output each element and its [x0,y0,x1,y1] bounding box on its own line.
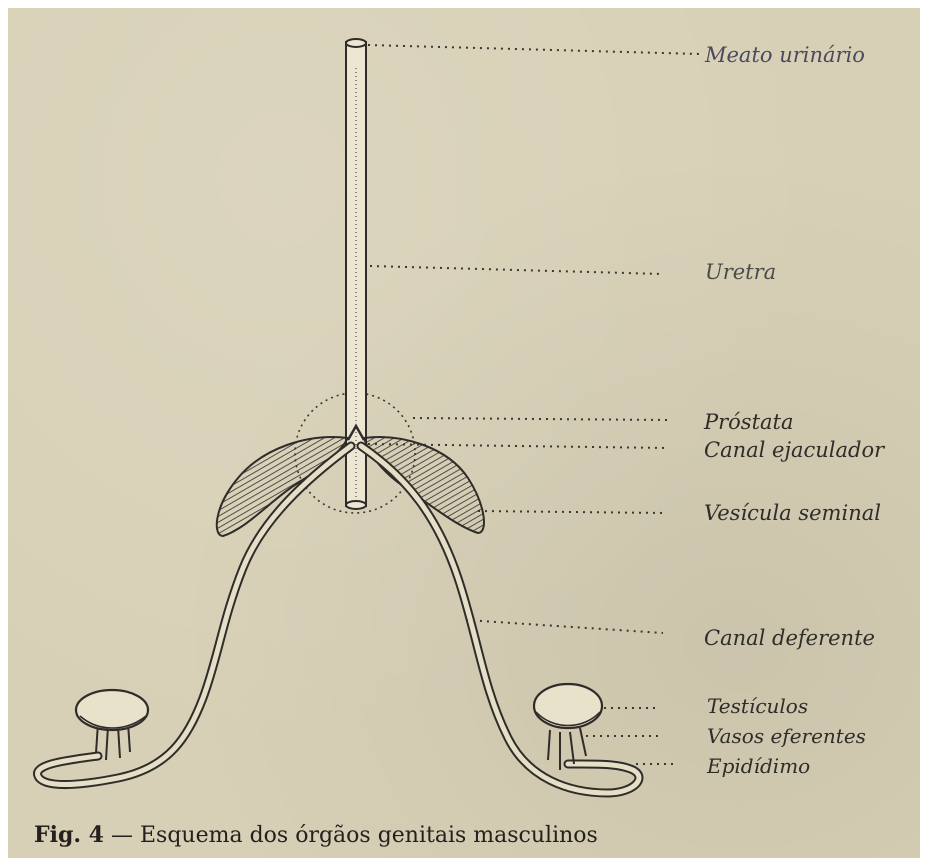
label-testiculos: Testículos [707,696,808,716]
right-testicle [534,684,602,770]
caption-dash: — [104,823,140,848]
leader-vesicula [478,511,666,513]
leader-prostata [413,418,668,420]
label-epididimo: Epidídimo [707,756,810,776]
leader-deferente [466,620,663,633]
figure-caption: Fig. 4 — Esquema dos órgãos genitais mas… [34,822,598,848]
leader-meato [368,45,700,54]
right-seminal-vesicle [364,437,484,533]
figure-number: Fig. 4 [34,822,104,848]
figure-page: Meato urinário Uretra Próstata Canal eja… [8,8,920,858]
label-prostata: Próstata [704,412,794,433]
left-testicle [76,690,148,760]
left-seminal-vesicle [217,437,348,536]
label-uretra: Uretra [705,262,776,283]
leader-lines [368,45,700,764]
label-vesicula-seminal: Vesícula seminal [704,503,881,524]
caption-text: Esquema dos órgãos genitais masculinos [140,823,598,848]
label-meato-urinario: Meato urinário [705,45,865,66]
label-vasos-eferentes: Vasos eferentes [707,726,866,746]
label-canal-deferente: Canal deferente [704,628,875,649]
label-canal-ejaculador: Canal ejaculador [704,440,884,461]
left-vas-deferens [38,446,351,785]
right-vas-deferens [361,446,639,793]
leader-uretra [370,266,663,274]
